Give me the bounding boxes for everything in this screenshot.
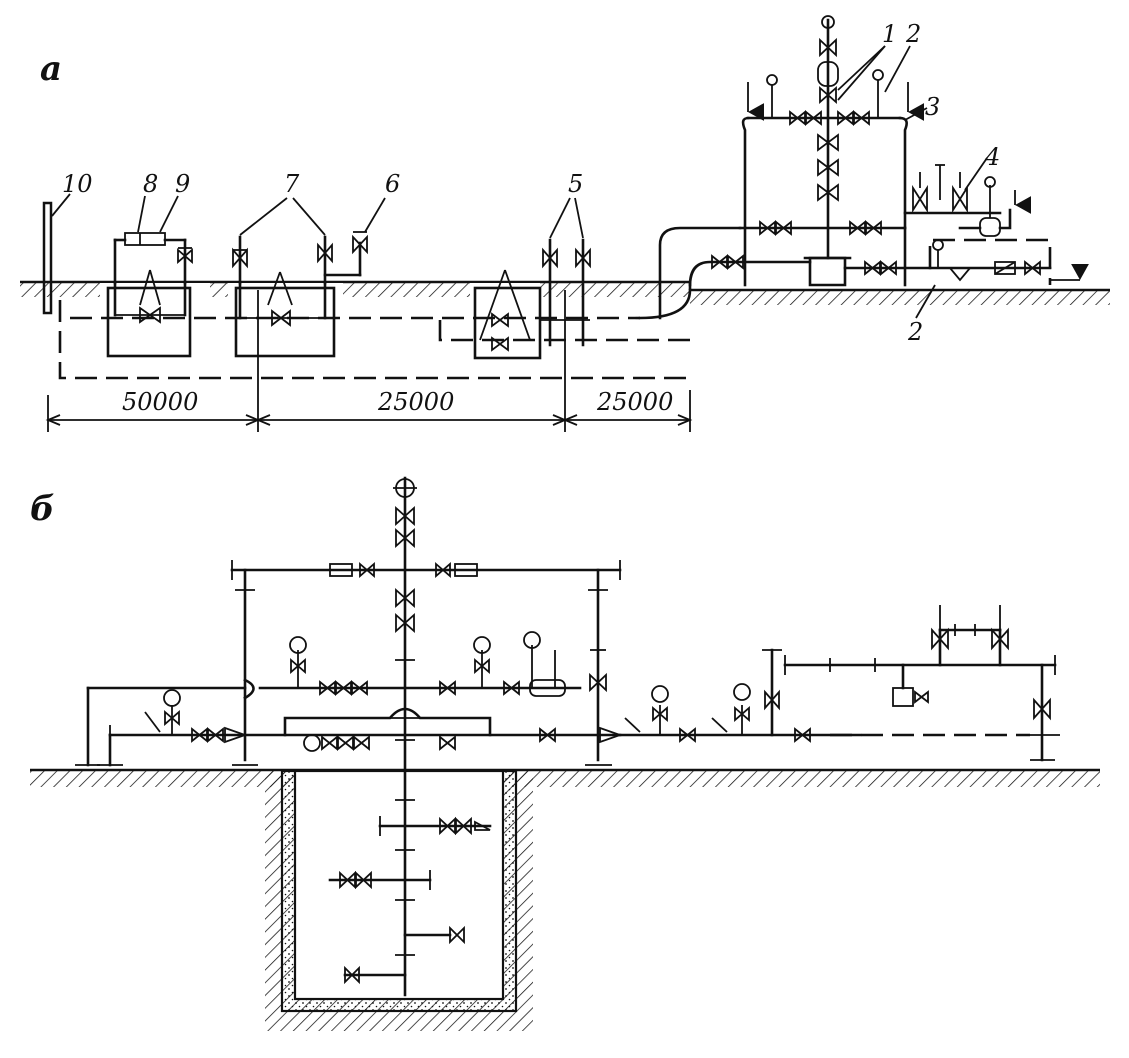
callout-2-lower: 2 (907, 318, 923, 346)
dim-25000-a: 25000 (377, 388, 454, 416)
valve-pit-3 (473, 238, 591, 360)
dimension-lines: 50000 25000 25000 (45, 290, 693, 432)
marker-post (42, 201, 53, 315)
callout-1: 1 (882, 20, 897, 48)
upper-manifold (230, 560, 622, 762)
central-string (328, 476, 492, 997)
callout-4: 4 (984, 143, 1000, 171)
panel-b-label: б (30, 489, 55, 529)
callout-9: 9 (175, 170, 190, 198)
callout-10: 10 (62, 170, 93, 198)
well-pit (265, 769, 533, 1031)
ground-line-a (20, 280, 1110, 305)
callout-7: 7 (284, 170, 300, 198)
callout-5: 5 (568, 170, 583, 198)
wellhead-tree-a (688, 15, 1089, 287)
callout-3: 3 (925, 93, 940, 121)
callouts-a: 10 8 9 7 6 5 1 2 3 4 2 (51, 20, 1000, 346)
dim-25000-b: 25000 (596, 388, 673, 416)
lower-manifold (97, 648, 1030, 767)
valve-pit-1 (106, 232, 193, 358)
callout-6: 6 (385, 170, 400, 198)
callout-2: 2 (905, 20, 921, 48)
valve-pit-2 (232, 231, 368, 358)
ground-line-b (30, 768, 1100, 787)
panel-a: а (20, 15, 1110, 432)
right-equipment-b (783, 605, 1060, 762)
panel-a-label: а (40, 49, 62, 89)
callout-8: 8 (143, 170, 158, 198)
panel-b: б (30, 476, 1100, 1031)
buried-pipelines (58, 300, 690, 380)
middle-manifold (75, 631, 582, 767)
dim-50000: 50000 (122, 388, 198, 416)
